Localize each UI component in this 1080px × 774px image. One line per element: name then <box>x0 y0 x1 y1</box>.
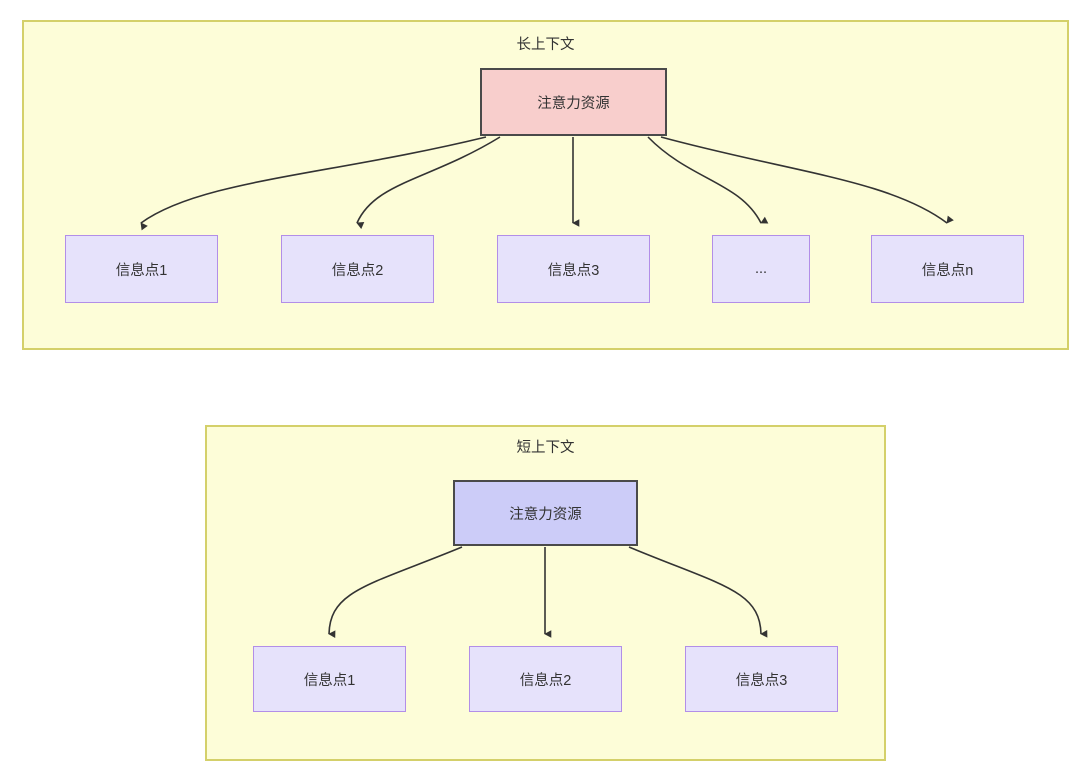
node-info-point-long-1[interactable]: 信息点1 <box>65 235 218 303</box>
node-attention-resource-short[interactable]: 注意力资源 <box>453 480 638 546</box>
node-attention-resource-long[interactable]: 注意力资源 <box>480 68 667 136</box>
node-info-point-long-3[interactable]: 信息点3 <box>497 235 650 303</box>
node-info-point-long-n[interactable]: 信息点n <box>871 235 1024 303</box>
panel-long-context-title: 长上下文 <box>516 37 575 53</box>
node-info-point-short-1[interactable]: 信息点1 <box>253 646 406 712</box>
panel-short-context-title: 短上下文 <box>516 440 575 456</box>
node-info-point-short-2[interactable]: 信息点2 <box>469 646 622 712</box>
node-info-point-long-ellipsis[interactable]: ... <box>712 235 810 303</box>
node-info-point-short-3[interactable]: 信息点3 <box>685 646 838 712</box>
node-info-point-long-2[interactable]: 信息点2 <box>281 235 434 303</box>
